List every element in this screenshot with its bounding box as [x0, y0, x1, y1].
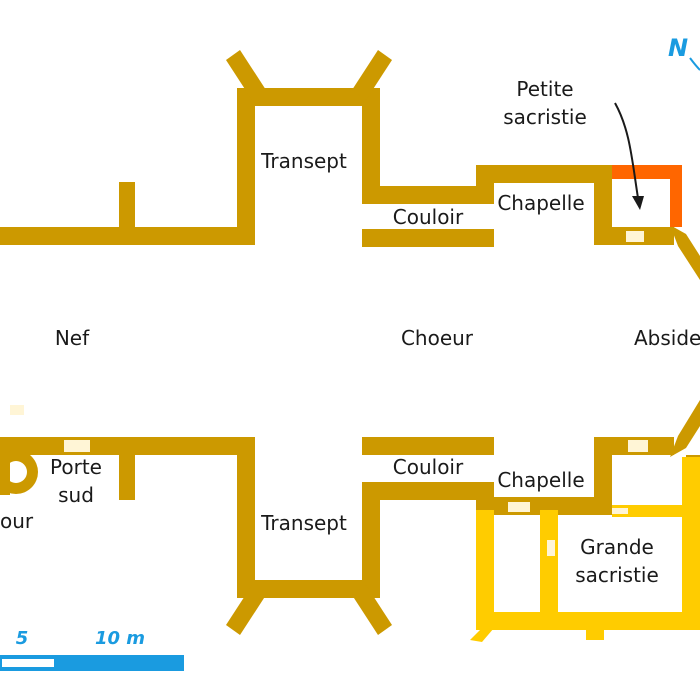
scale-label-10m: 10 m — [95, 628, 145, 649]
label-transept-north: Transept — [260, 149, 347, 173]
label-porte-sud-line1: Porte — [50, 455, 102, 479]
label-porte-sud-line2: sud — [58, 483, 94, 507]
label-chapelle-north: Chapelle — [497, 191, 584, 215]
south-walls — [0, 400, 700, 635]
north-arrow-icon: N — [668, 34, 700, 71]
grande-sacristie-walls — [470, 457, 700, 642]
window — [626, 231, 644, 242]
nave-band — [0, 245, 700, 430]
label-petite-sacristie-line1: Petite — [516, 77, 573, 101]
north-walls — [0, 50, 700, 280]
label-nef: Nef — [55, 326, 90, 350]
window — [612, 508, 628, 514]
petite-sacristie-walls — [612, 165, 682, 227]
label-grande-sacristie-line1: Grande — [580, 535, 654, 559]
label-couloir-north: Couloir — [393, 205, 464, 229]
label-transept-south: Transept — [260, 511, 347, 535]
north-label: N — [668, 34, 688, 62]
window — [64, 440, 90, 452]
label-abside: Abside — [634, 326, 700, 350]
label-tour: our — [0, 509, 34, 533]
label-grande-sacristie-line2: sacristie — [575, 563, 659, 587]
scale-bar: 5 10 m — [0, 628, 184, 671]
pointer-arrow — [614, 102, 644, 210]
label-chapelle-south: Chapelle — [497, 468, 584, 492]
label-petite-sacristie-line2: sacristie — [503, 105, 587, 129]
tower — [0, 405, 45, 495]
window — [547, 540, 555, 556]
label-choeur: Choeur — [401, 326, 474, 350]
window — [508, 502, 530, 512]
label-couloir-south: Couloir — [393, 455, 464, 479]
window — [628, 440, 648, 452]
scale-label-5: 5 — [16, 628, 29, 649]
